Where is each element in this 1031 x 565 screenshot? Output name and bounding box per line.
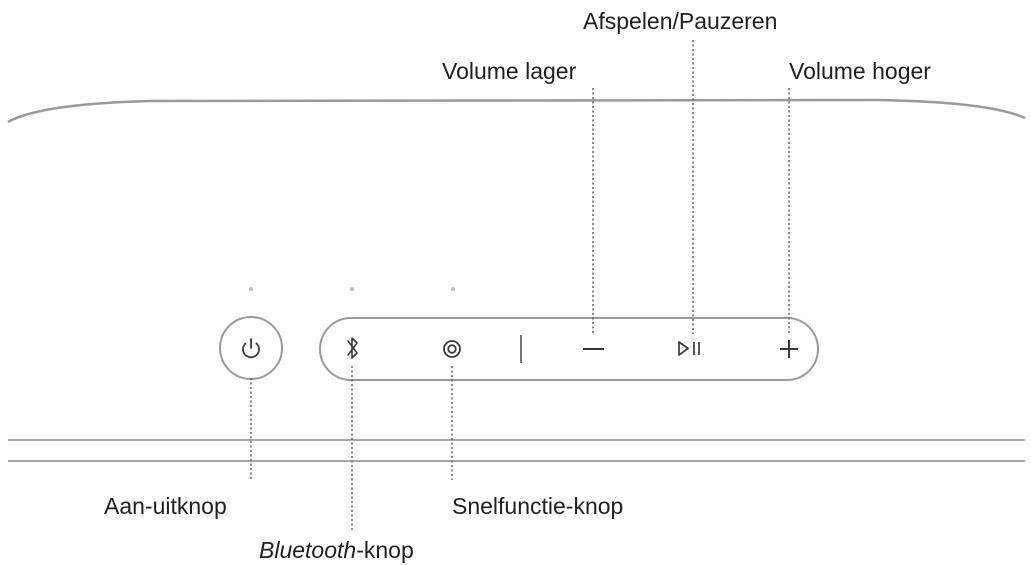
label-bluetooth-italic: Bluetooth	[259, 537, 357, 563]
label-shortcut: Snelfunctie-knop	[452, 493, 624, 519]
power-button[interactable]	[219, 316, 283, 380]
plus-icon	[780, 340, 798, 358]
label-volume-down: Volume lager	[442, 58, 577, 84]
shortcut-button[interactable]	[443, 340, 461, 358]
leader-lines	[250, 40, 790, 530]
bluetooth-indicator-dot	[350, 287, 354, 291]
shortcut-icon	[447, 344, 457, 354]
label-power: Aan-uitknop	[104, 493, 227, 519]
speaker-top-edge	[7, 98, 1026, 124]
play-pause-icon	[678, 341, 700, 356]
label-bluetooth: Bluetooth-knop	[259, 537, 414, 563]
bluetooth-icon	[347, 337, 358, 359]
shortcut-icon-outer	[443, 340, 461, 358]
power-icon	[242, 338, 260, 359]
volume-up-button[interactable]	[780, 340, 798, 358]
play-pause-button[interactable]	[678, 341, 700, 356]
shortcut-indicator-dot	[451, 287, 455, 291]
bluetooth-button[interactable]	[330, 325, 376, 371]
label-volume-up: Volume hoger	[789, 58, 931, 84]
power-indicator-dot	[249, 287, 253, 291]
control-panel	[319, 317, 819, 381]
label-play-pause: Afspelen/Pauzeren	[583, 8, 778, 34]
label-bluetooth-suffix: -knop	[356, 537, 414, 563]
